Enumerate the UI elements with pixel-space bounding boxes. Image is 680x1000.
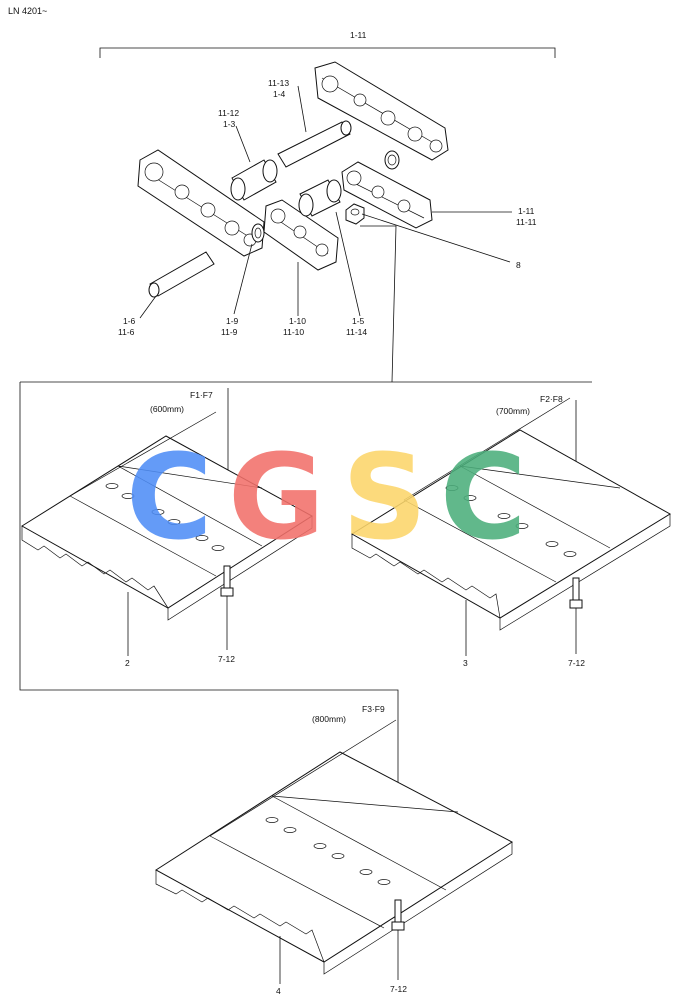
master-bush-label-b: 11-14 <box>346 327 367 337</box>
shoe1-width: (600mm) <box>150 404 184 414</box>
master-pin-label-b: 11-6 <box>118 327 135 337</box>
track-shoe-600 <box>21 411 313 621</box>
shoe2-width: (700mm) <box>496 406 530 416</box>
seal-ring-upper <box>384 150 400 170</box>
pin-label-b: 1-4 <box>273 89 286 99</box>
track-bushing <box>230 159 278 201</box>
master-bush-label-a: 1-5 <box>352 316 365 326</box>
shoe-frame-left <box>19 382 399 868</box>
track-shoe-800 <box>155 719 513 975</box>
shoe2-part-number: 3 <box>463 658 468 668</box>
shoe3-bolt-holes <box>265 817 391 885</box>
shoe1-bolt-number: 7-12 <box>218 654 235 664</box>
master-bushing <box>298 179 342 217</box>
track-shoe-700 <box>351 397 671 631</box>
shoe3-bolt <box>391 899 405 931</box>
master-link-label-b: 11-10 <box>283 327 304 337</box>
watermark-letter-3: S <box>342 428 427 566</box>
link-right-label-b: 11-11 <box>516 217 537 227</box>
shoe1-bolt <box>220 565 234 597</box>
seal-label-b: 11-9 <box>221 327 238 337</box>
master-link <box>263 199 339 271</box>
track-link-assembly: 1-11 <box>99 30 556 383</box>
shoe2-code: F2·F8 <box>540 394 563 404</box>
bushing-label-a: 11-12 <box>218 108 239 118</box>
link-right-label-a: 1-11 <box>518 206 535 216</box>
master-pin-label-a: 1-6 <box>123 316 136 326</box>
shoe2-bolt <box>569 577 583 609</box>
shoe1-part-number: 2 <box>125 658 130 668</box>
link-left <box>137 149 265 257</box>
track-pin <box>277 120 352 168</box>
cgsc-watermark: C G S C <box>126 428 527 566</box>
watermark-letter-1: C <box>126 428 213 566</box>
shoe3-bolt-number: 7-12 <box>390 984 407 994</box>
link-right <box>341 161 433 229</box>
bushing-label-b: 1-3 <box>223 119 236 129</box>
shoe3-part-number: 4 <box>276 986 281 996</box>
assembly-bracket <box>99 47 556 58</box>
shoe3-code: F3·F9 <box>362 704 385 714</box>
shoe2-bolt-holes <box>445 485 577 557</box>
assembly-label: 1-11 <box>350 30 367 40</box>
watermark-letter-2: G <box>228 428 325 566</box>
master-pin <box>148 251 215 298</box>
shoe1-bolt-holes <box>105 483 225 551</box>
shoe3-width: (800mm) <box>312 714 346 724</box>
model-code-label: LN 4201~ <box>8 6 47 16</box>
shoe1-code: F1·F7 <box>190 390 213 400</box>
shoe2-bolt-number: 7-12 <box>568 658 585 668</box>
seal-label-a: 1-9 <box>226 316 239 326</box>
seal-ring <box>251 223 265 243</box>
master-link-label-a: 1-10 <box>289 316 306 326</box>
nut-label: 8 <box>516 260 521 270</box>
link-upper-right <box>314 61 449 161</box>
pin-label-a: 11-13 <box>268 78 289 88</box>
link-nut <box>345 203 365 225</box>
watermark-letter-4: C <box>440 428 527 566</box>
